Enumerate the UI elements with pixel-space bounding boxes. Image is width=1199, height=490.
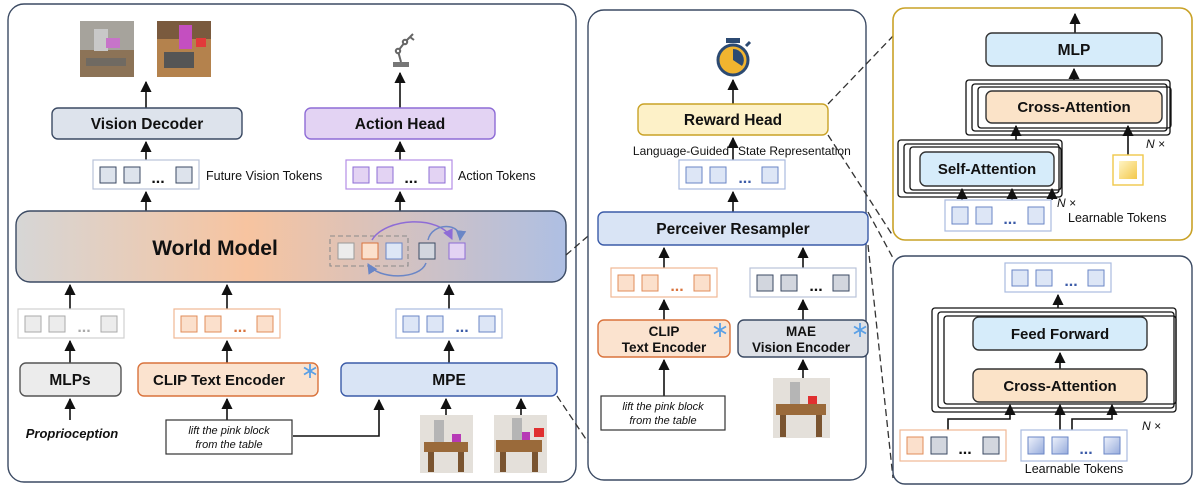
reward-head-label: Reward Head bbox=[684, 112, 782, 129]
feed-forward-block bbox=[972, 316, 1148, 351]
svg-text:...: ... bbox=[1064, 273, 1077, 290]
action-head-label: Action Head bbox=[355, 116, 445, 133]
instruction-2-line-2: from the table bbox=[629, 415, 696, 427]
proprioception-label: Proprioception bbox=[26, 426, 119, 441]
clip-text-tokens: ... bbox=[610, 267, 718, 298]
svg-text:...: ... bbox=[455, 319, 468, 336]
cross-attention-block bbox=[985, 90, 1163, 124]
instruction-line-1: lift the pink block bbox=[188, 425, 270, 437]
robot-scene-image-3 bbox=[773, 378, 830, 438]
text-tokens: ... bbox=[173, 308, 281, 339]
svg-text:...: ... bbox=[809, 278, 822, 295]
cross-attention-label: Cross-Attention bbox=[1017, 99, 1130, 116]
future-vision-tokens: ... bbox=[92, 159, 200, 190]
world-model-internal-tokens bbox=[329, 221, 467, 277]
svg-text:...: ... bbox=[233, 319, 246, 336]
cross-attention-label-2: Cross-Attention bbox=[1003, 378, 1116, 395]
mlps-label: MLPs bbox=[49, 372, 90, 389]
decoded-frame-image-2 bbox=[157, 21, 211, 77]
clip-label-line-1: CLIP bbox=[649, 324, 680, 339]
mae-label-line-2: Vision Encoder bbox=[752, 340, 851, 355]
n-times-label-2: N × bbox=[1057, 196, 1076, 210]
vision-tokens: ... bbox=[395, 308, 503, 339]
mae-vision-encoder-block bbox=[737, 319, 869, 358]
svg-text:...: ... bbox=[670, 278, 683, 295]
svg-text:...: ... bbox=[151, 170, 164, 187]
state-representation-tokens: ... bbox=[678, 159, 786, 190]
n-times-label-3: N × bbox=[1142, 419, 1161, 433]
svg-text:...: ... bbox=[404, 170, 417, 187]
svg-text:...: ... bbox=[77, 319, 90, 336]
proprioception-tokens: ... bbox=[17, 308, 125, 339]
instruction-line-2: from the table bbox=[195, 439, 262, 451]
learnable-tokens-reward: ... bbox=[944, 199, 1052, 232]
action-head-block bbox=[304, 107, 496, 140]
future-vision-tokens-label: Future Vision Tokens bbox=[206, 169, 322, 183]
world-model-label: World Model bbox=[152, 237, 278, 260]
instruction-2-line-1: lift the pink block bbox=[622, 401, 704, 413]
reward-head-block bbox=[637, 103, 829, 136]
clip-label-line-2: Text Encoder bbox=[622, 340, 707, 355]
clip-text-encoder-block-2 bbox=[597, 319, 731, 358]
vision-decoder-block bbox=[51, 107, 243, 140]
perceiver-resampler-block bbox=[597, 211, 869, 246]
instruction-box-2 bbox=[600, 395, 726, 431]
self-attention-label: Self-Attention bbox=[938, 161, 1036, 178]
svg-text:...: ... bbox=[1079, 441, 1092, 458]
svg-text:...: ... bbox=[738, 170, 751, 187]
clip-text-encoder-label: CLIP Text Encoder bbox=[153, 372, 285, 389]
mae-vision-tokens: ... bbox=[749, 267, 857, 298]
mlps-block bbox=[19, 362, 122, 397]
mpe-block bbox=[340, 362, 558, 397]
mlp-label: MLP bbox=[1058, 42, 1091, 59]
learnable-tokens-resampler: ... bbox=[1020, 429, 1128, 462]
self-attention-block bbox=[919, 151, 1055, 187]
mlp-block bbox=[985, 32, 1163, 67]
feed-forward-label: Feed Forward bbox=[1011, 326, 1109, 343]
learnable-tokens-label-1: Learnable Tokens bbox=[1068, 211, 1166, 225]
stopwatch-icon bbox=[716, 38, 752, 77]
mae-label-line-1: MAE bbox=[786, 324, 816, 339]
resampler-input-tokens: ... bbox=[899, 429, 1007, 462]
robot-arm-icon bbox=[393, 33, 415, 67]
decoded-frame-image-1 bbox=[80, 21, 134, 77]
cross-attention-block-2 bbox=[972, 368, 1148, 403]
language-guided-label: Language-Guided bbox=[633, 144, 729, 158]
world-model-block bbox=[15, 210, 567, 283]
vision-decoder-label: Vision Decoder bbox=[91, 116, 204, 133]
action-tokens-label: Action Tokens bbox=[458, 169, 536, 183]
clip-text-encoder-block bbox=[137, 362, 319, 397]
robot-scene-image-2 bbox=[494, 415, 547, 473]
state-representation-label: State Representation bbox=[738, 144, 851, 158]
robot-scene-image-1 bbox=[420, 415, 473, 473]
n-times-label-1: N × bbox=[1146, 137, 1165, 151]
svg-text:...: ... bbox=[958, 441, 971, 458]
action-tokens: ... bbox=[345, 159, 453, 190]
mpe-label: MPE bbox=[432, 372, 466, 389]
resampler-output-tokens: ... bbox=[1004, 262, 1112, 293]
learnable-tokens-label-2: Learnable Tokens bbox=[1025, 462, 1123, 476]
perceiver-resampler-label: Perceiver Resampler bbox=[656, 221, 809, 238]
instruction-box bbox=[165, 419, 293, 455]
svg-text:...: ... bbox=[1003, 211, 1016, 228]
